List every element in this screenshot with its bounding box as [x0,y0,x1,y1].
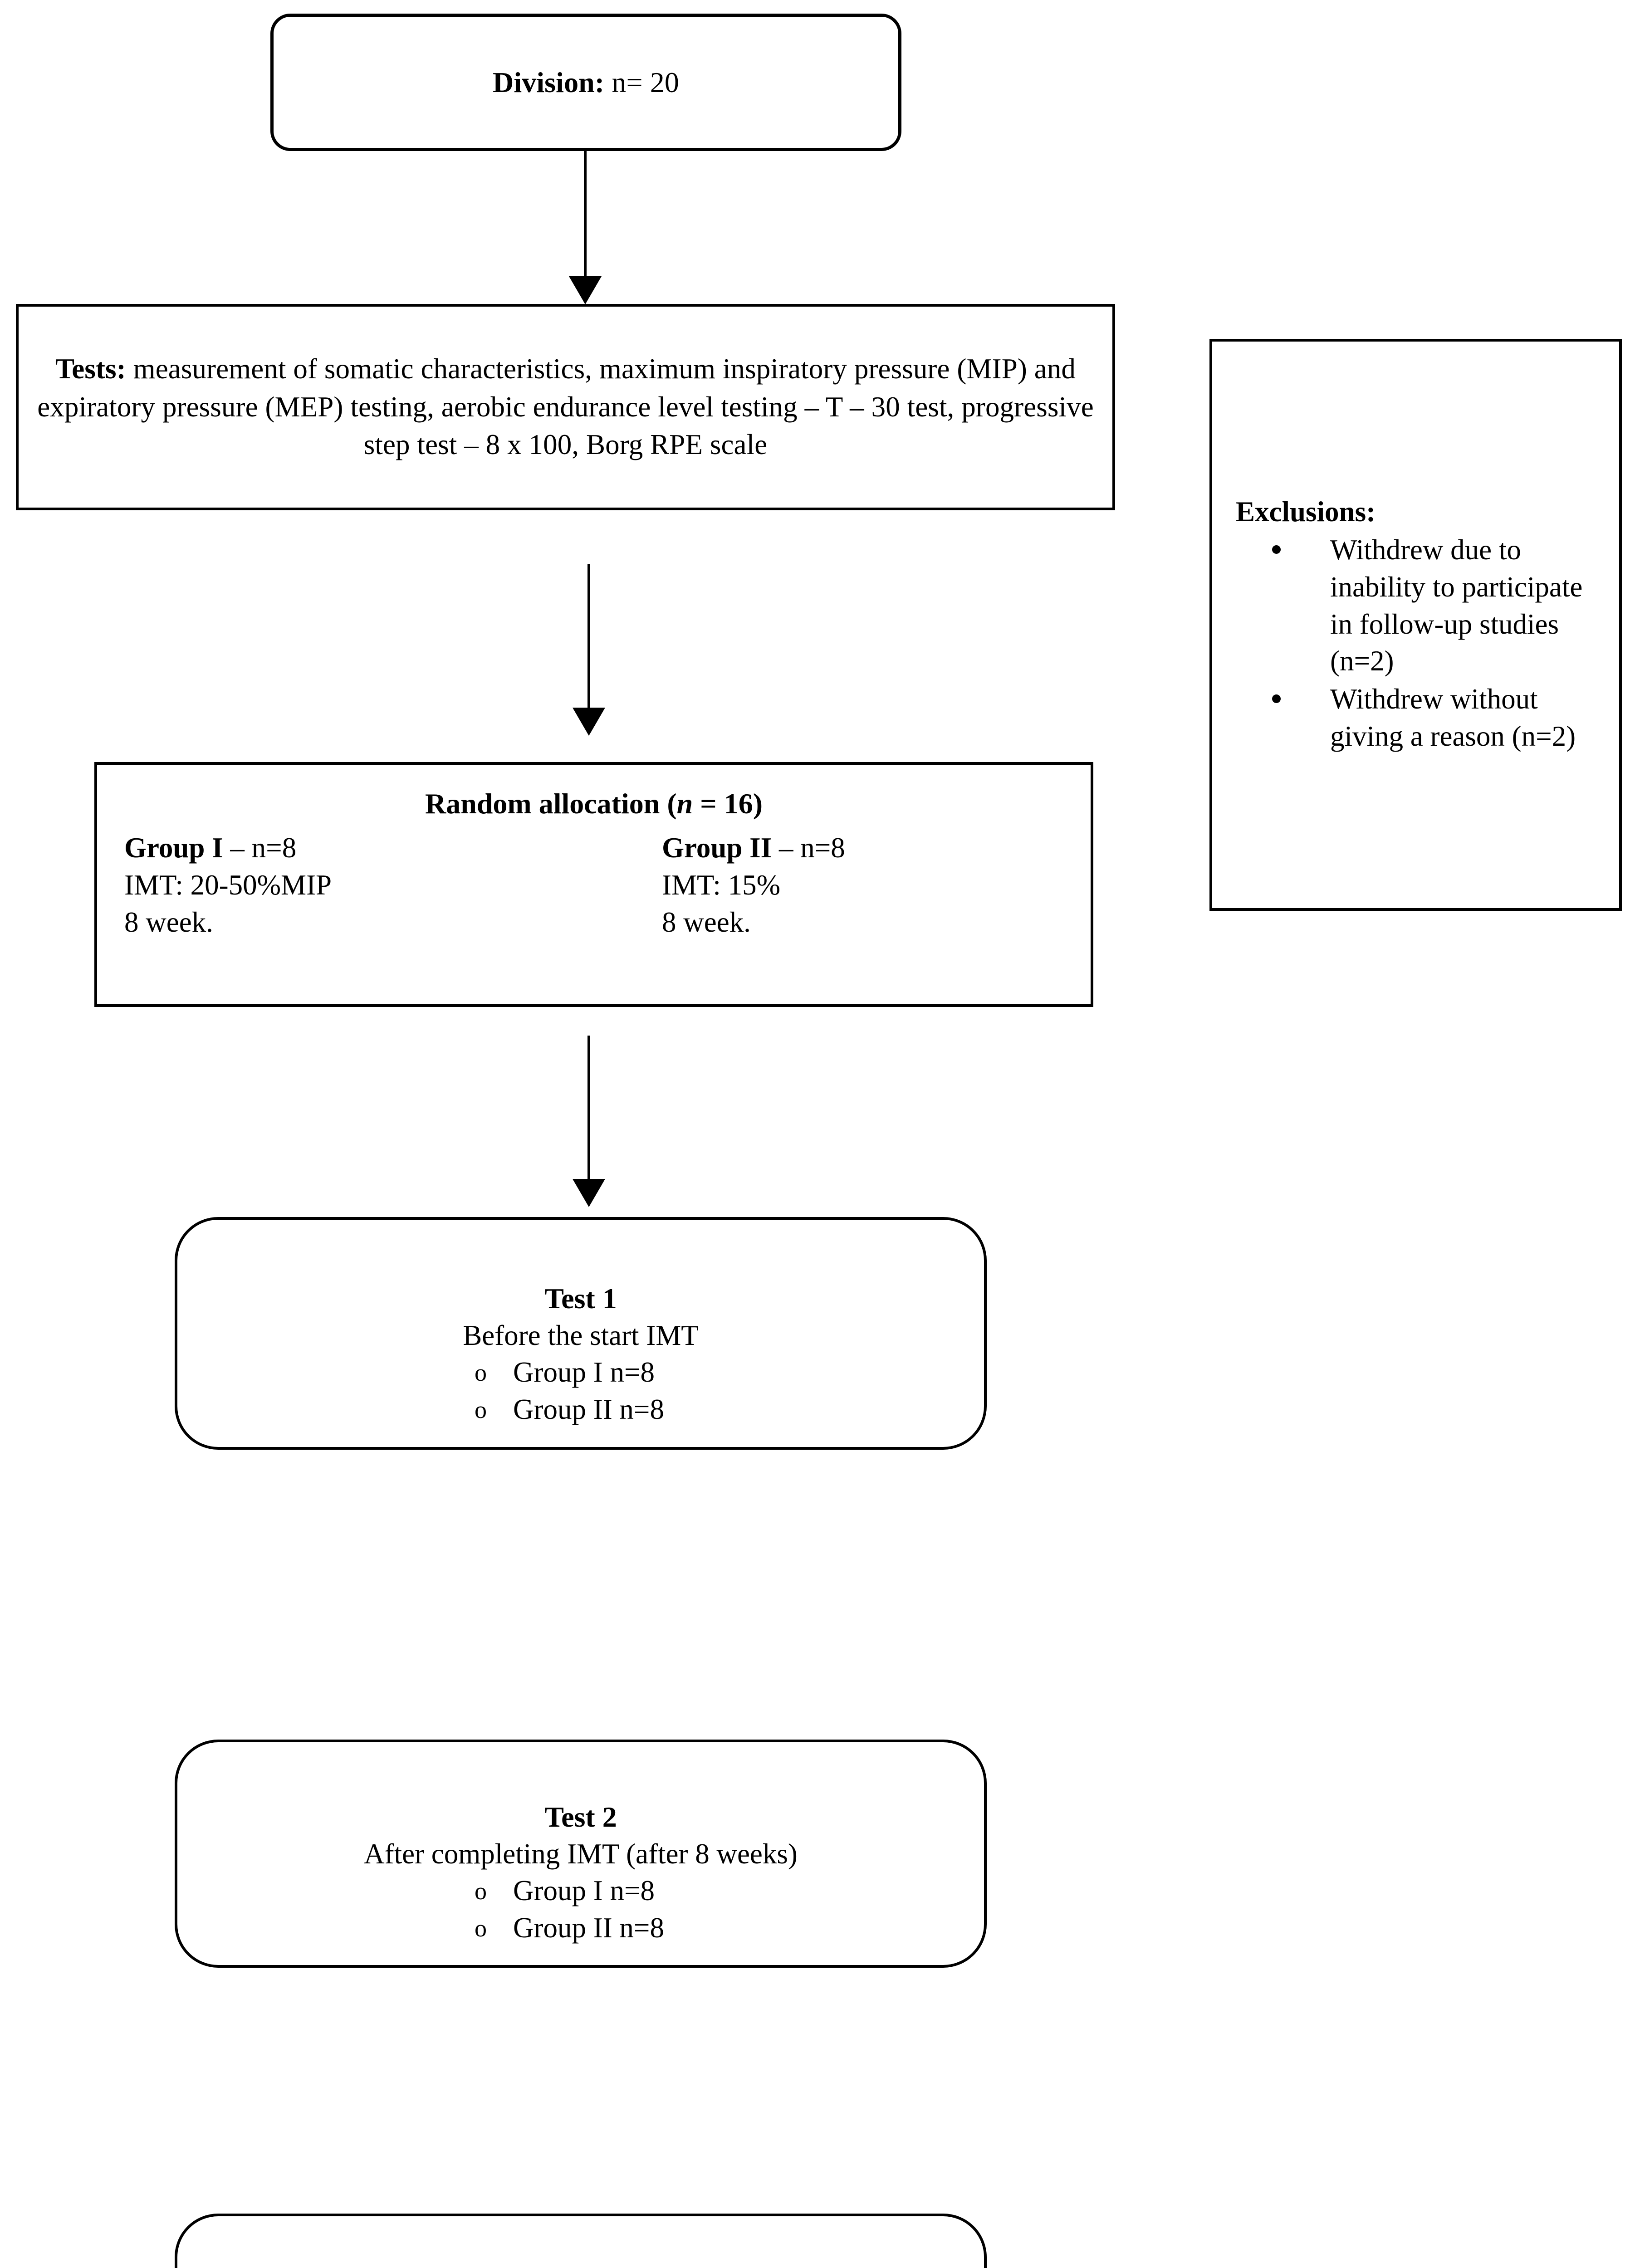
allocation-title-pre: Random allocation ( [425,787,677,820]
group-1-line3: 8 week. [124,906,213,938]
list-item: Withdrew without giving a reason (n=2) [1236,681,1604,755]
node-tests-text: Tests: measurement of somatic characteri… [19,350,1112,464]
node-test-3: Test 3 – follow - up 2 months after the … [175,2214,987,2268]
node-exclusions: Exclusions: Withdrew due to inability to… [1209,339,1622,911]
allocation-columns: Group I – n=8 IMT: 20-50%MIP 8 week. Gro… [97,830,1091,941]
arrowhead-icon [573,1179,605,1207]
node-test-2-inner: Test 2 After completing IMT (after 8 wee… [177,1760,984,1946]
node-division-label-bold: Division: [493,66,605,98]
list-item: Withdrew due to inability to participate… [1236,532,1604,680]
node-tests-label-rest: measurement of somatic characteristics, … [37,352,1094,461]
allocation-title-italic-n: n [676,787,693,820]
circle-bullet-icon: o [475,1396,487,1423]
allocation-title-post: = 16) [693,787,763,820]
node-exclusions-heading: Exclusions: [1236,495,1376,528]
list-item: o Group II n=8 [177,1910,984,1947]
node-test-1-inner: Test 1 Before the start IMT o Group I n=… [177,1238,984,1428]
list-item-label: Group II n=8 [513,1393,664,1425]
node-allocation-title: Random allocation (n = 16) [97,787,1091,821]
arrowhead-icon [573,708,605,736]
group-1-header: Group I – n=8 [124,830,662,867]
list-item: o Group I n=8 [177,1354,984,1391]
list-item-label: Withdrew without giving a reason (n=2) [1330,683,1576,753]
node-test-1-title: Test 1 [544,1282,617,1315]
arrowhead-icon [569,276,602,304]
list-item-label: Group II n=8 [513,1911,664,1944]
list-item-label: Withdrew due to inability to participate… [1330,533,1583,677]
node-test-2-subtitle: After completing IMT (after 8 weeks) [364,1838,798,1870]
group-1-n: – n=8 [223,831,297,864]
list-item-label: Group I n=8 [513,1356,655,1388]
bullet-dot-icon [1272,694,1281,704]
allocation-group-1: Group I – n=8 IMT: 20-50%MIP 8 week. [97,830,662,941]
list-item-label: Group I n=8 [513,1874,655,1906]
group-1-line2: IMT: 20-50%MIP [124,869,332,901]
node-exclusions-inner: Exclusions: Withdrew due to inability to… [1212,494,1619,756]
arrow-shaft [587,564,590,708]
bullet-dot-icon [1272,545,1281,554]
list-item: o Group I n=8 [177,1872,984,1910]
node-division-label-rest: n= 20 [604,66,679,98]
group-2-line2: IMT: 15% [662,869,781,901]
node-test-1: Test 1 Before the start IMT o Group I n=… [175,1217,987,1450]
arrow-shaft [587,1036,590,1179]
group-2-name: Group II [662,831,772,864]
node-test-1-subtitle: Before the start IMT [463,1320,699,1352]
group-1-name: Group I [124,831,223,864]
circle-bullet-icon: o [475,1359,487,1386]
node-test-2: Test 2 After completing IMT (after 8 wee… [175,1740,987,1968]
circle-bullet-icon: o [475,1877,487,1905]
node-test-3-inner: Test 3 – follow - up 2 months after the … [177,2265,984,2268]
group-2-header: Group II – n=8 [662,830,1091,867]
node-tests-label-bold: Tests: [55,352,126,385]
node-division: Division: n= 20 [270,14,901,151]
allocation-group-2: Group II – n=8 IMT: 15% 8 week. [662,830,1091,941]
node-test-2-title: Test 2 [544,1801,617,1833]
group-2-n: – n=8 [772,831,845,864]
list-item: o Group II n=8 [177,1391,984,1428]
node-test-2-list: o Group I n=8 o Group II n=8 [177,1872,984,1947]
group-2-line3: 8 week. [662,906,751,938]
node-tests: Tests: measurement of somatic characteri… [16,304,1115,510]
circle-bullet-icon: o [475,1914,487,1942]
node-random-allocation: Random allocation (n = 16) Group I – n=8… [94,762,1093,1007]
node-test-1-list: o Group I n=8 o Group II n=8 [177,1354,984,1428]
arrow-shaft [584,151,587,276]
node-exclusions-list: Withdrew due to inability to participate… [1236,532,1604,755]
node-division-text: Division: n= 20 [274,64,898,101]
